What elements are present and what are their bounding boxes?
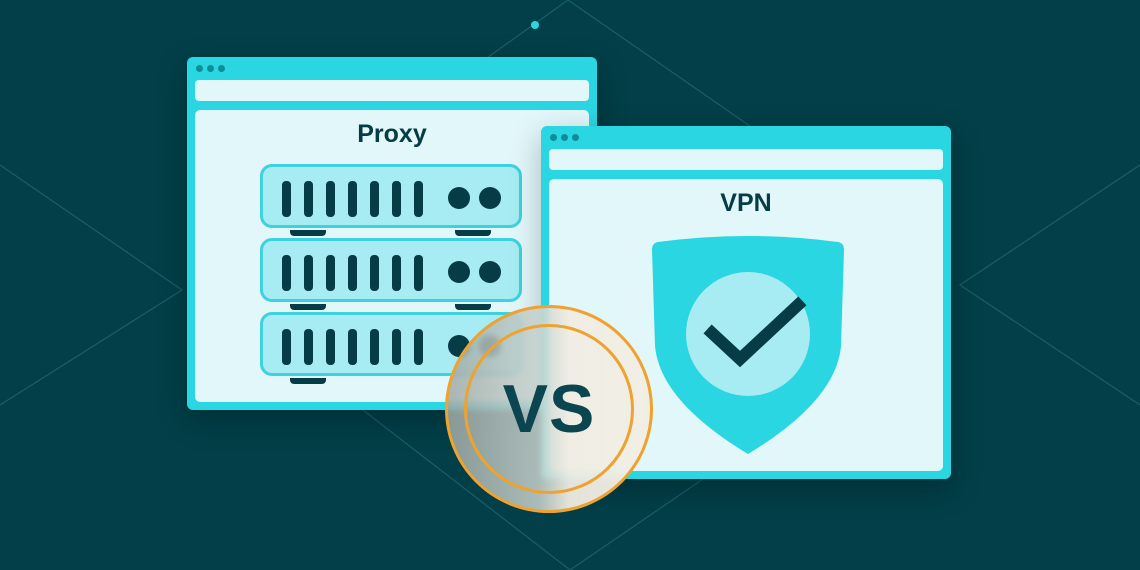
shield-check-icon: [652, 236, 844, 454]
vpn-content: VPN: [549, 179, 943, 471]
address-bar: [549, 149, 943, 170]
server-unit: [260, 238, 522, 302]
window-dot-icon: [561, 134, 568, 141]
window-controls: [196, 65, 225, 72]
window-dot-icon: [196, 65, 203, 72]
window-dot-icon: [572, 134, 579, 141]
server-unit: [260, 164, 522, 228]
window-dot-icon: [550, 134, 557, 141]
window-controls: [550, 134, 579, 141]
vpn-title: VPN: [720, 189, 772, 217]
address-bar: [195, 80, 589, 101]
proxy-title: Proxy: [357, 120, 427, 148]
window-dot-icon: [218, 65, 225, 72]
window-dot-icon: [207, 65, 214, 72]
accent-dot: [531, 21, 539, 29]
vs-label: VS: [502, 371, 596, 447]
vs-badge: VS: [445, 305, 653, 513]
vs-inner-ring: [464, 324, 634, 494]
